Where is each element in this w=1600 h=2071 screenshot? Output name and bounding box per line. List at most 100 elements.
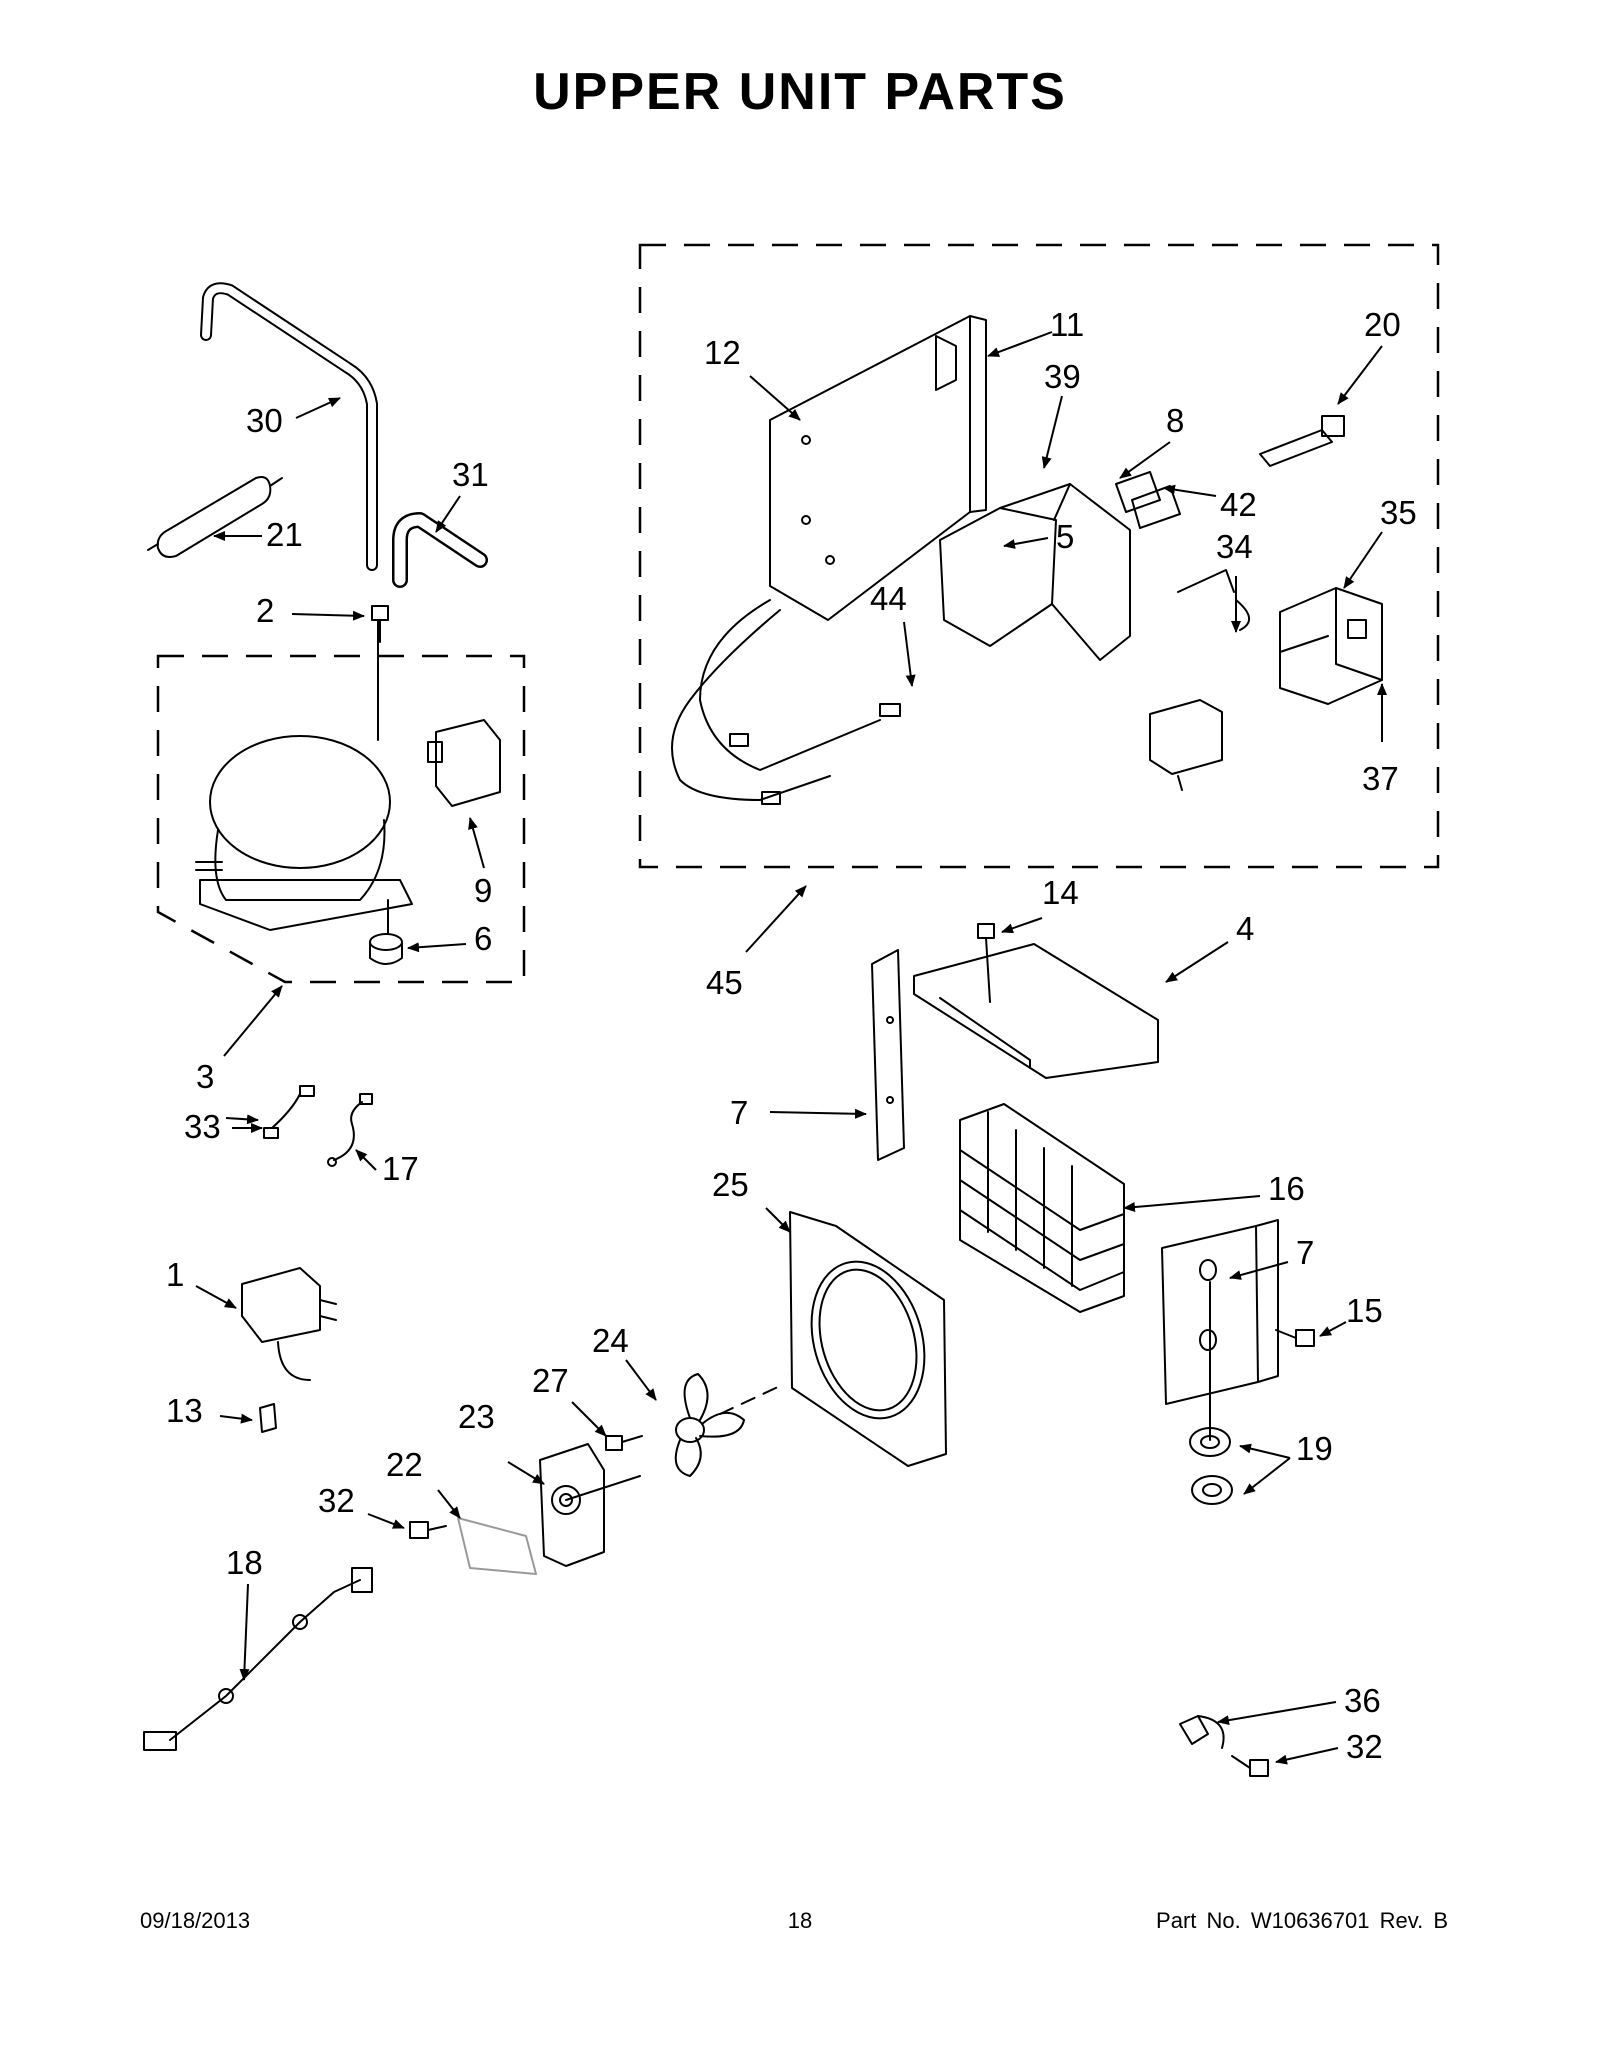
leader-line [1337, 345, 1383, 405]
leader-line [571, 1401, 607, 1437]
fan-shroud-part [789, 1211, 947, 1467]
leader-line [295, 397, 341, 419]
control-box-group-outline [638, 243, 1440, 869]
leader-line [1001, 917, 1043, 934]
callout-44: 44 [870, 580, 907, 617]
screw-part [371, 605, 389, 643]
callout-8: 8 [1166, 402, 1184, 439]
callout-12: 12 [704, 334, 741, 371]
leader-line [769, 1108, 867, 1119]
callout-25: 25 [712, 1166, 749, 1203]
leader-line [507, 1461, 545, 1485]
fan-blade-part [674, 1373, 781, 1477]
callout-19: 19 [1296, 1430, 1333, 1467]
callout-21: 21 [266, 516, 303, 553]
leader-line [1319, 1321, 1347, 1337]
callout-23: 23 [458, 1398, 495, 1435]
leader-line [1123, 1195, 1261, 1213]
callout-33: 33 [184, 1108, 221, 1145]
callout-35: 35 [1380, 494, 1417, 531]
callout-45: 45 [706, 964, 743, 1001]
leader-line [239, 1583, 250, 1681]
bracket-part [259, 1403, 277, 1433]
callout-2: 2 [256, 592, 274, 629]
callout-18: 18 [226, 1544, 263, 1581]
leader-line [625, 1359, 657, 1401]
callout-36: 36 [1344, 1682, 1381, 1719]
leader-line [291, 610, 365, 621]
leader-line [1041, 395, 1063, 469]
suction-tube-part [392, 512, 488, 588]
footer-date: 09/18/2013 [140, 1908, 251, 1933]
condenser-coil-part [959, 1103, 1125, 1313]
screw-part [1275, 1329, 1315, 1347]
leader-line [745, 885, 807, 953]
grommet-part [1189, 1427, 1231, 1457]
leader-line [987, 331, 1053, 357]
callout-32b: 32 [1346, 1728, 1383, 1765]
callout-4: 4 [1236, 910, 1254, 947]
compressor-group-outline [156, 654, 526, 984]
side-bracket-part [1161, 1219, 1279, 1441]
callout-39: 39 [1044, 358, 1081, 395]
callout-3: 3 [196, 1058, 214, 1095]
wire-harness-small-part [263, 1085, 315, 1139]
leader-line [1243, 1457, 1291, 1495]
callout-14: 14 [1042, 874, 1079, 911]
leader-line [225, 1114, 259, 1125]
condenser-fan-motor-part [539, 1443, 641, 1567]
terminal-strip-part [1115, 471, 1181, 529]
side-bracket-part [871, 949, 905, 1161]
power-cord-part [1177, 569, 1250, 631]
callout-37: 37 [1362, 760, 1399, 797]
leader-line [1239, 1443, 1291, 1459]
callout-22: 22 [386, 1446, 423, 1483]
callout-9: 9 [474, 872, 492, 909]
leader-line [765, 1207, 791, 1233]
screw-part [977, 923, 995, 1003]
callout-13: 13 [166, 1392, 203, 1429]
relay-part [427, 719, 501, 807]
grommet-part [369, 899, 403, 965]
leader-line [1119, 441, 1171, 479]
leader-line [1163, 484, 1217, 497]
callout-31: 31 [452, 456, 489, 493]
callout-30: 30 [246, 402, 283, 439]
leader-line [407, 942, 467, 953]
callout-24: 24 [592, 1322, 629, 1359]
callout-1: 1 [166, 1256, 184, 1293]
callout-6: 6 [474, 920, 492, 957]
leader-line [355, 1149, 377, 1171]
leader-line [435, 495, 461, 533]
ground-wire-part [327, 1093, 373, 1167]
control-bracket-part [1149, 699, 1223, 791]
drier-part [147, 476, 283, 558]
callout-27: 27 [532, 1362, 569, 1399]
callout-7b: 7 [1296, 1234, 1314, 1271]
leader-line [1343, 531, 1383, 589]
callout-17: 17 [382, 1150, 419, 1187]
footer-page-number: 18 [787, 1908, 813, 1933]
wire-harness-part [671, 599, 901, 805]
callout-34: 34 [1216, 528, 1253, 565]
leader-line [195, 1285, 237, 1309]
callout-15: 15 [1346, 1292, 1383, 1329]
fan-harness-part [143, 1567, 373, 1751]
callout-16: 16 [1268, 1170, 1305, 1207]
leader-line [1275, 1747, 1339, 1765]
callout-32: 32 [318, 1482, 355, 1519]
leader-line [1003, 537, 1049, 549]
cover-part [913, 943, 1159, 1079]
footer-part-number: Part No. W10636701 Rev. B [1156, 1908, 1448, 1933]
motor-bracket-part [457, 1517, 537, 1575]
transformer-part [241, 1267, 337, 1381]
leader-line [1229, 1261, 1289, 1280]
leader-line [437, 1489, 461, 1519]
leader-line [903, 621, 916, 687]
leader-line [1165, 941, 1229, 983]
leader-line [749, 375, 801, 421]
leader-line [367, 1513, 405, 1529]
screw-part [605, 1435, 643, 1451]
clamp-part [1179, 1715, 1225, 1749]
callout-11: 11 [1050, 306, 1084, 343]
